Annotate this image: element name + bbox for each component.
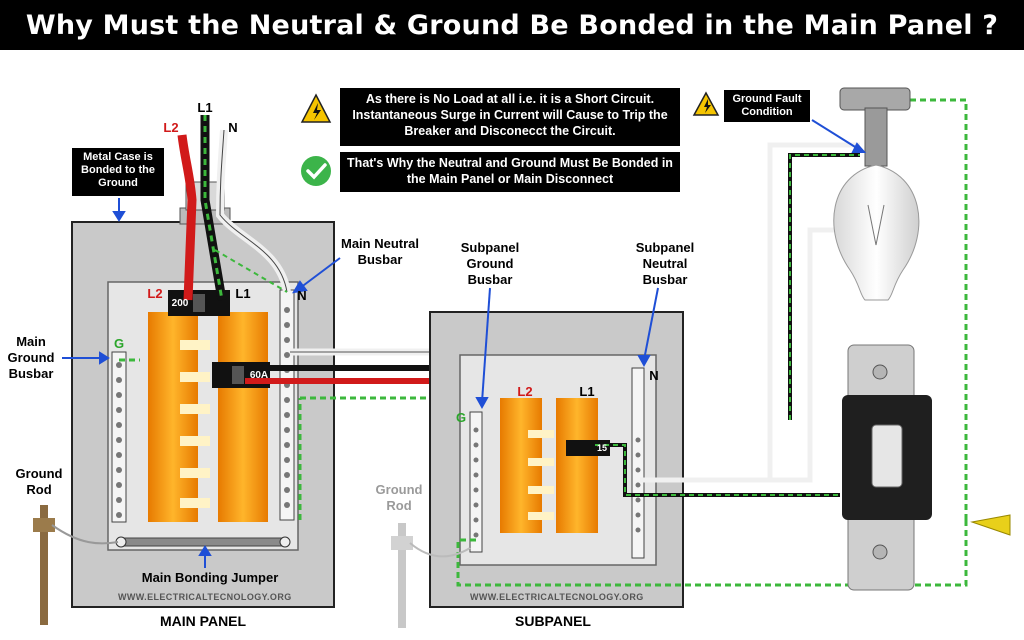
light-bulb <box>833 87 920 301</box>
l1-label: L1 <box>197 100 213 115</box>
sub-l1-label: L1 <box>579 384 595 399</box>
ground-fault-note: Ground Fault Condition <box>724 90 810 122</box>
warning-icon <box>300 93 332 123</box>
main-bonding-jumper-label: Main Bonding Jumper <box>141 570 279 585</box>
load-neutral <box>640 142 860 483</box>
panel-g-label: G <box>113 336 125 351</box>
main-panel <box>71 181 335 608</box>
subpanel-neutral-busbar <box>631 367 645 559</box>
l2-wire <box>177 134 197 301</box>
page-title: Why Must the Neutral & Ground Be Bonded … <box>25 9 999 41</box>
feeder-breaker-rating: 60A <box>249 370 269 381</box>
sub-breaker-rating: 15 <box>596 443 607 453</box>
title-bar: Why Must the Neutral & Ground Be Bonded … <box>0 0 1024 50</box>
subpanel-ground-busbar <box>469 411 483 553</box>
ground-rod-main-label: Ground Rod <box>15 466 63 497</box>
main-busbar-right <box>218 312 268 522</box>
sub-n-label: N <box>649 368 659 383</box>
panel-n-label: N <box>297 288 307 303</box>
main-neutral-busbar-label: Main Neutral Busbar <box>340 236 419 267</box>
watermark-main: WWW.ELECTRICALTECNOLOGY.ORG <box>118 592 292 602</box>
ground-rod-sub-label: Ground Rod <box>375 482 423 513</box>
wire-nut <box>970 514 1011 536</box>
metal-case-note: Metal Case is Bonded to the Ground <box>72 148 164 196</box>
main-breaker-rating: 200 <box>171 298 189 309</box>
main-ground-busbar-label: Main Ground Busbar <box>7 334 55 381</box>
check-icon <box>301 156 331 186</box>
main-bonding-jumper <box>117 537 289 547</box>
watermark-sub: WWW.ELECTRICALTECNOLOGY.ORG <box>470 592 644 602</box>
main-panel-label: MAIN PANEL <box>160 613 247 629</box>
bonded-note: That's Why the Neutral and Ground Must B… <box>340 152 680 192</box>
subpanel-label: SUBPANEL <box>515 613 591 629</box>
l1-wire <box>200 115 227 301</box>
equipment-ground <box>456 98 968 587</box>
light-switch <box>842 344 932 591</box>
l2-label: L2 <box>163 120 179 135</box>
panel-l2-label: L2 <box>147 286 163 301</box>
panel-l1-label: L1 <box>235 286 251 301</box>
warning-icon-ground-fault <box>692 91 720 116</box>
subpanel-neutral-busbar-label: Subpanel Neutral Busbar <box>635 240 695 287</box>
short-circuit-note: As there is No Load at all i.e. it is a … <box>340 88 680 146</box>
sub-l2-label: L2 <box>517 384 533 399</box>
ground-rod-main <box>33 505 119 625</box>
subpanel-ground-busbar-label: Subpanel Ground Busbar <box>460 240 520 287</box>
n-label: N <box>228 120 238 135</box>
sub-g-label: G <box>455 410 467 425</box>
ground-rod-sub <box>391 523 471 628</box>
